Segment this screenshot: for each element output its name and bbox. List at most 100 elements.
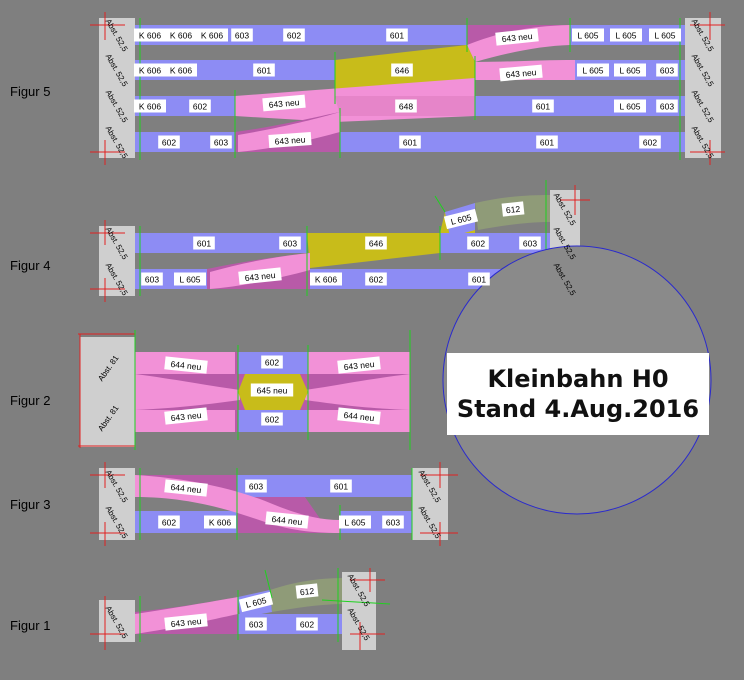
track-piece-label: K 606 <box>134 28 166 42</box>
track-piece-label: K 606 <box>196 28 228 42</box>
figure-1 <box>90 568 391 650</box>
track-piece-label: 603 <box>382 515 404 529</box>
red-markers <box>90 462 458 546</box>
track-piece-label: 645 neu <box>250 383 294 397</box>
svg-text:612: 612 <box>299 586 314 597</box>
track-piece-label: 603 <box>519 236 541 250</box>
track-piece-label: L 605 <box>174 272 206 286</box>
track-piece-label: 643 neu <box>164 407 208 425</box>
track-straight <box>135 233 307 253</box>
track-piece-label: 648 <box>395 99 417 113</box>
svg-text:602: 602 <box>300 620 314 630</box>
track-piece-label: 601 <box>253 63 275 77</box>
svg-text:L 605: L 605 <box>345 518 366 528</box>
track-piece-label: 643 neu <box>337 356 381 374</box>
track-piece-label: L 605 <box>572 28 604 42</box>
track-crossover <box>307 233 440 268</box>
svg-text:603: 603 <box>249 620 263 630</box>
svg-text:643 neu: 643 neu <box>268 97 300 110</box>
svg-text:K 606: K 606 <box>170 31 192 41</box>
svg-text:645 neu: 645 neu <box>257 386 288 396</box>
svg-text:643 neu: 643 neu <box>170 410 202 423</box>
svg-text:601: 601 <box>334 482 348 492</box>
track-piece-label: 643 neu <box>499 64 543 82</box>
track-piece-label: 603 <box>656 63 678 77</box>
track-piece-label: L 605 <box>443 208 479 230</box>
figure-label-3: Figur 3 <box>10 497 51 512</box>
title-line-2: Stand 4.Aug.2016 <box>456 395 700 423</box>
buffer-stops-right <box>685 18 721 158</box>
track-piece-label: 602 <box>261 355 283 369</box>
track-curve <box>467 25 570 62</box>
track-piece-label: 643 neu <box>164 613 208 631</box>
track-piece-label: 603 <box>210 135 232 149</box>
figure-label-4: Figur 4 <box>10 258 51 273</box>
svg-text:601: 601 <box>390 31 404 41</box>
track-piece-label: 602 <box>158 135 180 149</box>
svg-text:603: 603 <box>214 138 228 148</box>
figure-3 <box>90 462 458 546</box>
svg-text:602: 602 <box>162 518 176 528</box>
track-piece-label: 603 <box>141 272 163 286</box>
svg-text:K 606: K 606 <box>139 66 161 76</box>
svg-text:L 605: L 605 <box>620 102 641 112</box>
track-piece-label: 601 <box>193 236 215 250</box>
track-piece-label: 601 <box>468 272 490 286</box>
track-piece-label: K 606 <box>204 515 236 529</box>
green-markers <box>139 468 413 540</box>
track-piece-label: 603 <box>245 479 267 493</box>
red-markers <box>78 333 135 448</box>
svg-text:603: 603 <box>235 31 249 41</box>
track-piece-label: 643 neu <box>262 94 306 112</box>
buffer-stops-right <box>412 468 448 540</box>
svg-text:601: 601 <box>472 275 486 285</box>
svg-text:601: 601 <box>403 138 417 148</box>
svg-text:602: 602 <box>643 138 657 148</box>
svg-text:603: 603 <box>523 239 537 249</box>
track-piece-label: 603 <box>245 617 267 631</box>
svg-text:K 606: K 606 <box>209 518 231 528</box>
svg-text:643 neu: 643 neu <box>343 359 375 372</box>
svg-text:644 neu: 644 neu <box>170 482 202 495</box>
svg-text:643 neu: 643 neu <box>244 270 276 283</box>
svg-text:602: 602 <box>162 138 176 148</box>
track-piece-label: K 606 <box>134 63 166 77</box>
svg-text:602: 602 <box>287 31 301 41</box>
track-piece-label: 646 <box>365 236 387 250</box>
track-piece-label: 602 <box>283 28 305 42</box>
svg-text:602: 602 <box>265 358 279 368</box>
svg-text:643 neu: 643 neu <box>501 31 533 44</box>
figure-label-5: Figur 5 <box>10 84 51 99</box>
svg-text:603: 603 <box>145 275 159 285</box>
track-piece-label: 644 neu <box>164 479 208 497</box>
track-piece-label: L 605 <box>614 63 646 77</box>
track-curve <box>135 374 240 410</box>
svg-text:603: 603 <box>283 239 297 249</box>
track-curve <box>238 112 340 152</box>
svg-text:L 605: L 605 <box>655 31 676 41</box>
svg-text:603: 603 <box>660 102 674 112</box>
track-piece-label: 602 <box>158 515 180 529</box>
track-piece-label: 601 <box>532 99 554 113</box>
track-piece-label: L 605 <box>649 28 681 42</box>
buffer-stops-left <box>99 18 135 158</box>
green-markers <box>139 568 391 642</box>
svg-text:602: 602 <box>471 239 485 249</box>
svg-text:644 neu: 644 neu <box>271 514 303 527</box>
track-piece-label: L 605 <box>610 28 642 42</box>
svg-text:K 606: K 606 <box>201 31 223 41</box>
track-piece-label: 644 neu <box>164 356 208 374</box>
track-piece-label: 602 <box>365 272 387 286</box>
svg-text:602: 602 <box>265 415 279 425</box>
svg-text:L 605: L 605 <box>180 275 201 285</box>
track-piece-label: K 606 <box>134 99 166 113</box>
track-piece-label: K 606 <box>165 28 197 42</box>
svg-text:K 606: K 606 <box>315 275 337 285</box>
track-piece-label: L 605 <box>614 99 646 113</box>
track-piece-labels: K 606 K 606 K 606 603 602 601 643 neu L 605 L 60… <box>134 28 681 631</box>
track-straight <box>237 475 412 497</box>
track-straight <box>475 96 685 116</box>
track-piece-label: 601 <box>536 135 558 149</box>
svg-text:L 605: L 605 <box>616 31 637 41</box>
